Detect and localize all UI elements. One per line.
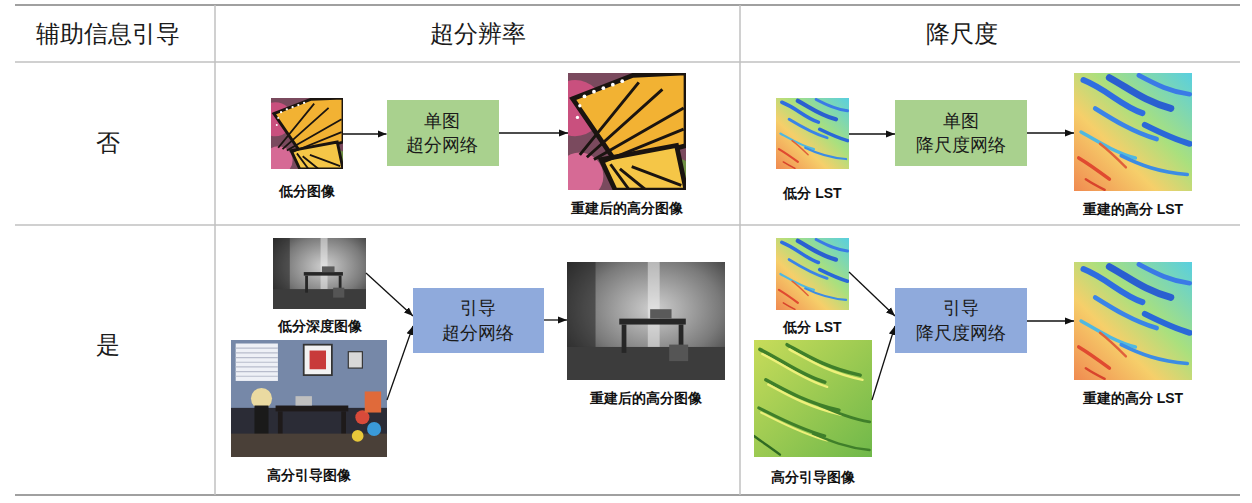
image-caption: 低分 LST bbox=[783, 185, 841, 203]
table-header: 辅助信息引导 bbox=[36, 18, 180, 50]
image-node: 低分 LST bbox=[776, 98, 849, 169]
flow-arrow bbox=[1027, 320, 1074, 321]
butterfly-image bbox=[258, 98, 352, 183]
table-row-rule bbox=[15, 224, 1240, 226]
lst-image bbox=[1074, 262, 1192, 380]
table-column-rule bbox=[214, 5, 216, 495]
table-header-rule bbox=[15, 61, 1240, 63]
box-label: 单图 降尺度网络 bbox=[913, 109, 1008, 158]
process-box: 单图 降尺度网络 bbox=[895, 100, 1027, 166]
table-column-rule bbox=[739, 5, 741, 495]
image-caption: 重建后的高分图像 bbox=[590, 390, 702, 408]
image-node: 低分深度图像 bbox=[273, 238, 366, 309]
image-caption: 低分图像 bbox=[279, 183, 335, 201]
image-caption: 重建的高分 LST bbox=[1083, 390, 1183, 408]
flow-arrow bbox=[872, 326, 895, 400]
image-caption: 低分深度图像 bbox=[278, 318, 362, 336]
flow-arrow bbox=[849, 272, 895, 316]
image-node: 重建后的高分图像 bbox=[568, 73, 686, 190]
flow-arrow bbox=[366, 273, 413, 316]
table-top-rule bbox=[15, 4, 1240, 6]
image-node: 低分 LST bbox=[776, 238, 849, 310]
flow-arrow bbox=[849, 133, 895, 134]
table-rules bbox=[15, 5, 1240, 495]
image-node: 重建的高分 LST bbox=[1074, 262, 1192, 380]
box-label: 单图 超分网络 bbox=[395, 109, 490, 158]
image-caption: 低分 LST bbox=[783, 319, 841, 337]
terrain-image bbox=[754, 340, 872, 457]
image-caption: 高分引导图像 bbox=[771, 469, 855, 487]
row-header: 是 bbox=[96, 329, 120, 361]
table-bottom-rule bbox=[15, 494, 1240, 496]
image-node: 低分图像 bbox=[271, 98, 343, 169]
table-header: 降尺度 bbox=[926, 18, 998, 50]
flow-arrow bbox=[387, 326, 413, 400]
image-node: 重建后的高分图像 bbox=[567, 262, 725, 380]
room-photo bbox=[231, 340, 387, 457]
lst-image bbox=[1074, 73, 1192, 191]
image-node: 高分引导图像 bbox=[754, 340, 872, 457]
process-box: 引导 降尺度网络 bbox=[895, 288, 1027, 353]
flow-arrow bbox=[343, 133, 387, 134]
process-box: 单图 超分网络 bbox=[387, 100, 499, 166]
lst-image bbox=[776, 238, 849, 310]
depth-image bbox=[273, 238, 366, 309]
table-header: 超分辨率 bbox=[430, 18, 526, 50]
row-header: 否 bbox=[96, 127, 120, 159]
flow-arrow bbox=[499, 132, 569, 133]
image-caption: 重建后的高分图像 bbox=[571, 200, 683, 218]
depth-image bbox=[567, 262, 725, 380]
image-node: 高分引导图像 bbox=[231, 340, 387, 457]
image-caption: 高分引导图像 bbox=[267, 467, 351, 485]
process-box: 引导 超分网络 bbox=[413, 288, 544, 353]
butterfly-image bbox=[547, 73, 700, 213]
image-node: 重建的高分 LST bbox=[1074, 73, 1192, 191]
lst-image bbox=[776, 98, 849, 169]
box-label: 引导 降尺度网络 bbox=[913, 296, 1008, 345]
box-label: 引导 超分网络 bbox=[431, 296, 526, 345]
flow-arrow bbox=[544, 319, 567, 320]
flow-arrow bbox=[1027, 132, 1074, 133]
image-caption: 重建的高分 LST bbox=[1083, 201, 1183, 219]
